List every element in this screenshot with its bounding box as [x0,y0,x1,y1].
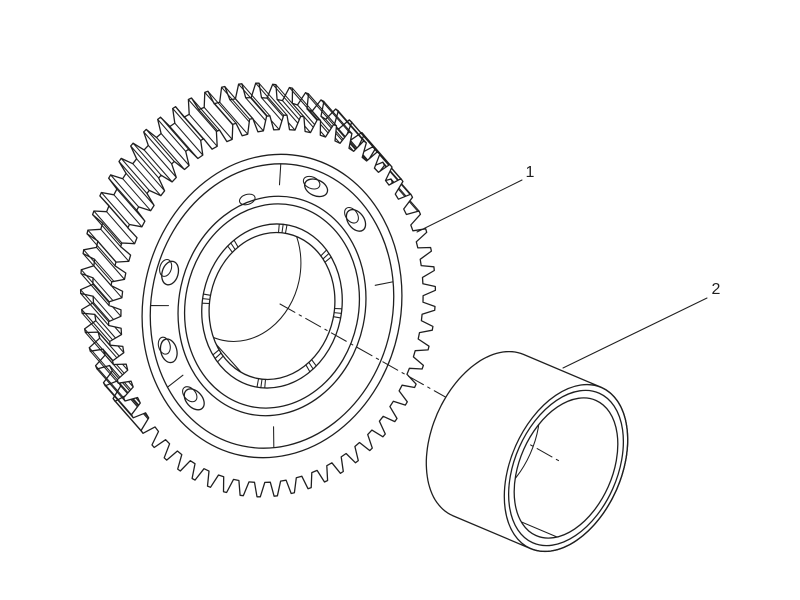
gear-hub-notch [238,193,256,206]
gear-rim-outer [141,153,403,459]
gear-web-hole [161,260,180,286]
gear-web-hole [304,178,329,198]
bushing [425,350,629,553]
gear-hub-inner [183,203,361,409]
idler-gear [79,82,437,498]
leader-line-2 [562,297,708,369]
leader-line-1 [416,179,523,233]
bushing-bore [513,397,619,539]
gear-web-hole [345,208,367,232]
bushing-front-chamfer [507,389,625,547]
gear-web-hole [159,338,178,364]
bushing-front-face [503,383,629,553]
gear-bore [208,231,336,381]
gear-hub-outer [177,195,367,417]
callout-label-1: 1 [525,164,535,181]
callout-label-2: 2 [711,281,721,298]
gear-web-hole [183,388,205,411]
gear-rim-inner [149,163,395,449]
gear-bore-chamfer [201,223,343,389]
